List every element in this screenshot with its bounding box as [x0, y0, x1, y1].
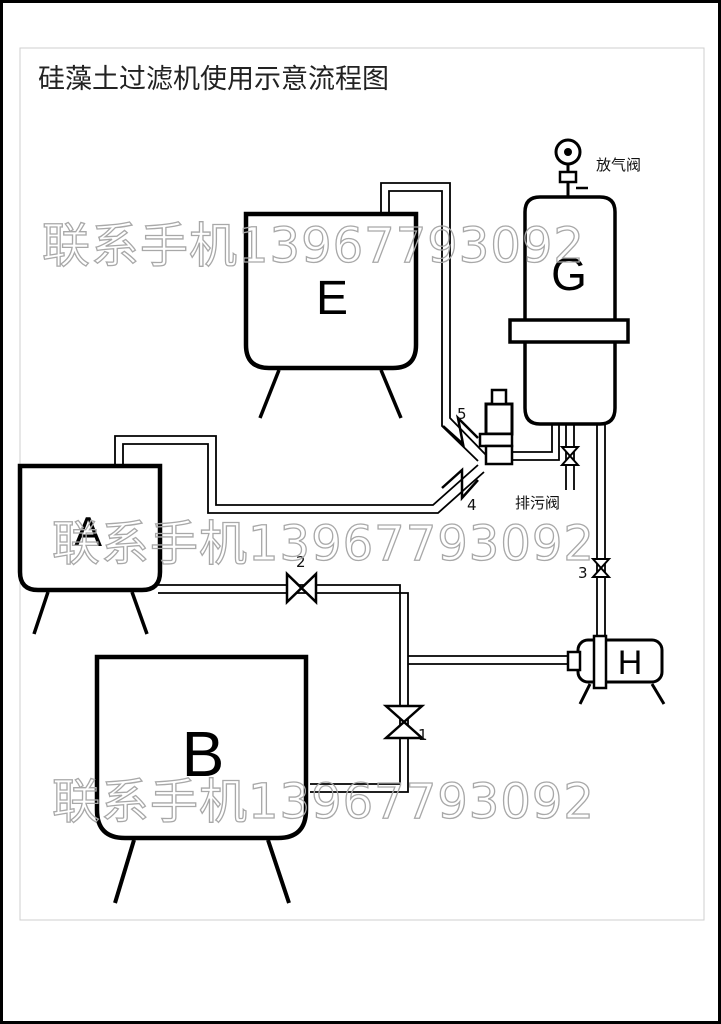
valve-5: 5	[442, 405, 479, 448]
tank-A-label: A	[74, 508, 102, 555]
tank-B-label: B	[182, 718, 225, 790]
drain-valve-label: 排污阀	[515, 494, 560, 512]
tank-G-label: G	[551, 248, 587, 300]
tank-E: E	[243, 211, 419, 419]
fitting-5-4	[478, 388, 514, 466]
tank-H-label: H	[618, 644, 643, 682]
vent-valve-label: 放气阀	[596, 156, 641, 174]
watermark-2: 联系手机13967793092	[52, 516, 595, 572]
pump-H: H	[566, 634, 666, 705]
valve-4-label: 4	[467, 496, 477, 514]
valve-4: 4	[441, 467, 479, 514]
pipes	[114, 182, 606, 793]
drain-valve: 排污阀	[515, 446, 581, 512]
valve-3-label: 3	[578, 564, 588, 582]
valve-2-label: 2	[296, 553, 306, 571]
watermark-3: 联系手机13967793092	[52, 774, 595, 830]
diagram-title: 硅藻土过滤机使用示意流程图	[38, 64, 389, 95]
tank-E-label: E	[316, 272, 348, 325]
filter-G: G 放气阀	[508, 138, 641, 426]
watermark-1: 联系手机13967793092	[42, 218, 585, 274]
tank-B: B	[94, 654, 309, 904]
valve-1: 1	[382, 704, 428, 744]
valve-5-label: 5	[457, 405, 467, 423]
valve-1-label: 1	[418, 726, 428, 744]
tank-A: A	[17, 463, 163, 635]
valve-2: 2	[285, 553, 318, 605]
valve-3: 3	[578, 558, 612, 582]
